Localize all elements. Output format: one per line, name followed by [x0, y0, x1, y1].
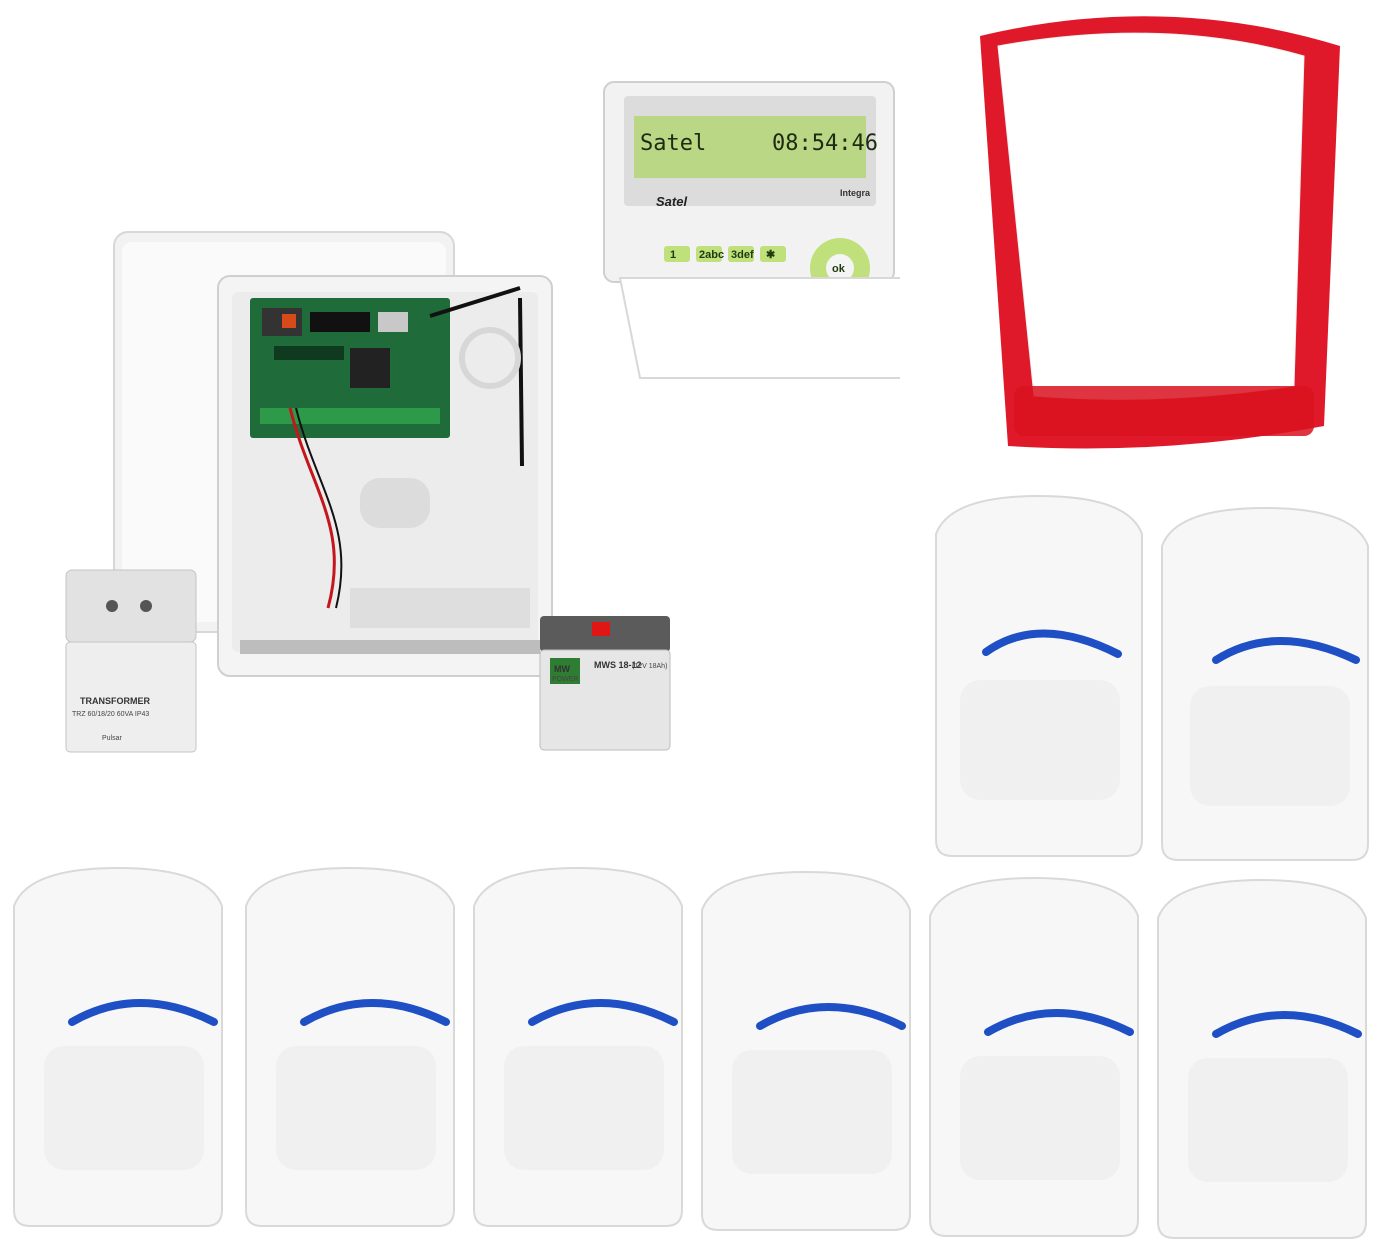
svg-text:✱: ✱ [766, 249, 775, 261]
transformer-model: TRZ 60/18/20 60VA IP43 [72, 711, 149, 718]
transformer-brand: Pulsar [102, 735, 123, 742]
motion-detector [696, 870, 916, 1232]
battery: MW POWER MWS 18-12 (12V 18Ah) [536, 614, 676, 754]
battery-brand-bottom: POWER [552, 676, 578, 683]
battery-model: MWS 18-12 [594, 660, 642, 670]
motion-detector [240, 866, 460, 1228]
ok-label: ok [832, 263, 846, 275]
transformer-label: TRANSFORMER [80, 696, 150, 706]
motion-detector [930, 494, 1148, 858]
key-2[interactable] [696, 246, 722, 262]
lcd-right-text: 08:54:46 [772, 131, 878, 156]
battery-rating: (12V 18Ah) [632, 663, 667, 670]
keypad-brand: Satel [656, 194, 687, 209]
transformer: TRANSFORMER TRZ 60/18/20 60VA IP43 Pulsa… [62, 568, 202, 758]
motion-detector [8, 866, 228, 1228]
motion-detector [1156, 506, 1374, 862]
lcd-left-text: Satel [640, 131, 706, 156]
alarm-panel-enclosure [110, 228, 570, 688]
lcd-screen [634, 116, 866, 178]
battery-brand-top: MW [554, 664, 570, 674]
siren [974, 6, 1364, 476]
key-1[interactable] [664, 246, 690, 262]
svg-text:3def: 3def [731, 249, 754, 261]
lcd-keypad: Satel 08:54:46 Satel Integra 1 2abc 3def… [600, 78, 900, 388]
motion-detector [468, 866, 688, 1228]
key-star[interactable] [760, 246, 786, 262]
motion-detector [1152, 878, 1372, 1240]
svg-text:1: 1 [670, 249, 676, 261]
key-3[interactable] [728, 246, 754, 262]
ok-button[interactable] [826, 254, 854, 282]
svg-text:2abc: 2abc [699, 249, 724, 261]
keypad-model: Integra [840, 188, 871, 198]
motion-detector [924, 876, 1144, 1238]
